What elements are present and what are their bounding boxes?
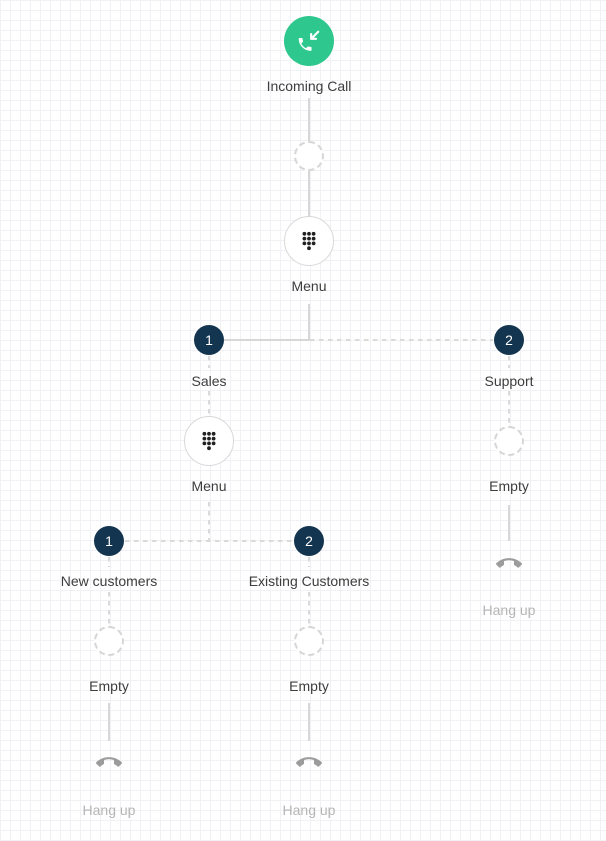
key-number: 1 [105,533,113,549]
key-number: 2 [505,332,513,348]
key-node-existing-customers[interactable]: 2 [294,526,324,556]
support-label: Support [484,373,534,389]
empty-new-customers-label: Empty [89,678,129,694]
hang-up-node-existing-customers[interactable] [296,756,322,769]
key-number: 2 [305,533,313,549]
empty-node-support[interactable] [494,426,524,456]
hang-up-icon [296,757,322,767]
empty-node-existing-customers[interactable] [294,626,324,656]
menu-node-root[interactable] [284,216,334,266]
incoming-call-node[interactable] [284,16,334,66]
hang-up-icon [96,757,122,767]
key-node-new-customers[interactable]: 1 [94,526,124,556]
hang-up-node-support[interactable] [496,557,522,570]
hang-up-existing-customers-label: Hang up [282,802,336,818]
incoming-call-label: Incoming Call [266,78,352,94]
hang-up-icon [496,558,522,568]
menu-root-label: Menu [291,278,327,294]
key-node-support[interactable]: 2 [494,325,524,355]
new-customers-label: New customers [60,573,158,589]
hang-up-support-label: Hang up [482,602,536,618]
key-number: 1 [205,332,213,348]
empty-existing-customers-label: Empty [289,678,329,694]
dialpad-icon [202,431,216,451]
empty-support-label: Empty [489,478,529,494]
dialpad-icon [302,231,316,251]
hang-up-new-customers-label: Hang up [82,802,136,818]
empty-node-new-customers[interactable] [94,626,124,656]
phone-incoming-icon [298,30,320,51]
add-step-placeholder-root[interactable] [294,141,324,171]
sales-label: Sales [191,373,227,389]
existing-customers-label: Existing Customers [248,573,370,589]
menu-node-sales[interactable] [184,416,234,466]
hang-up-node-new-customers[interactable] [96,756,122,769]
key-node-sales[interactable]: 1 [194,325,224,355]
menu-sales-label: Menu [191,478,227,494]
